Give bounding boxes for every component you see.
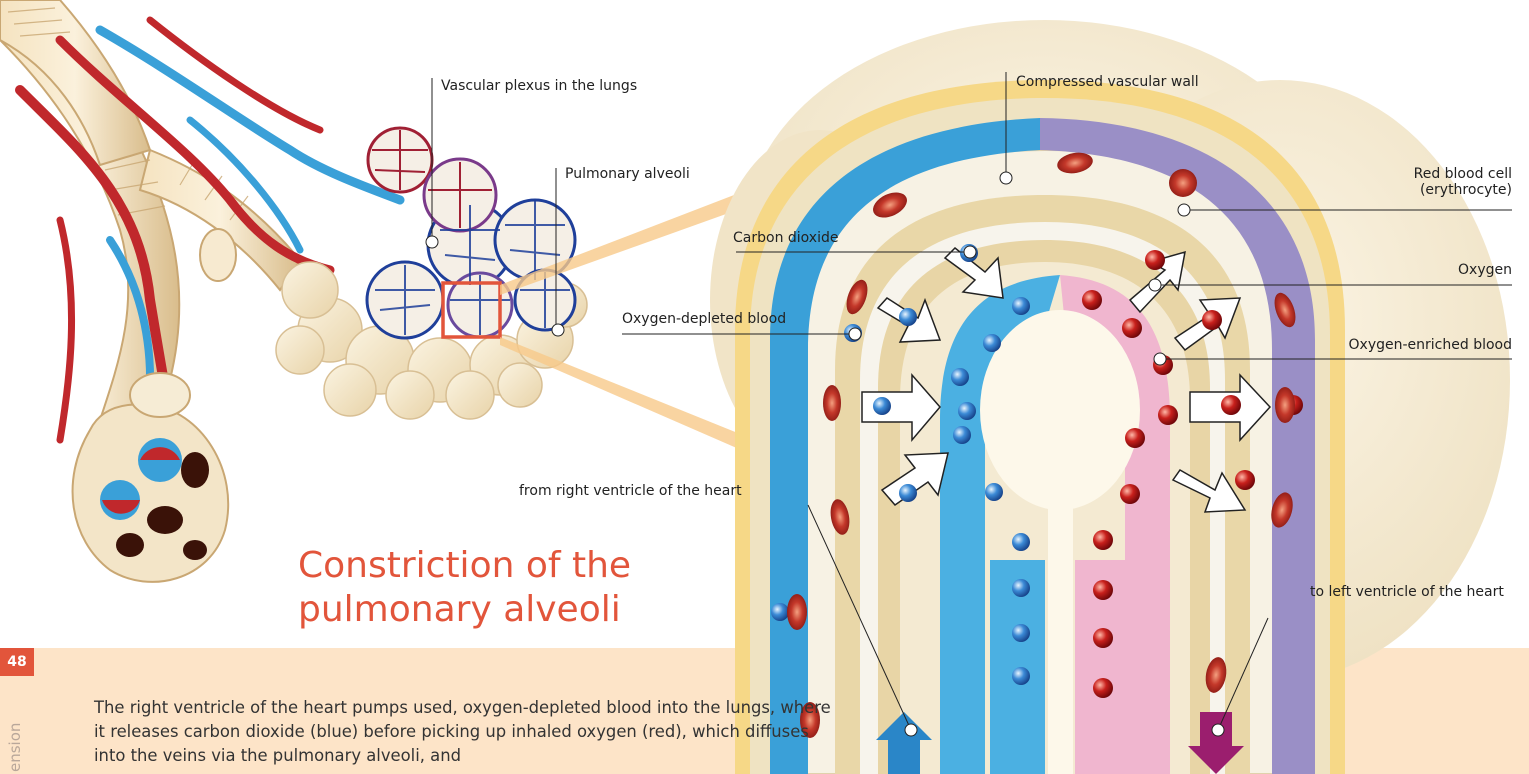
page-number: 48: [0, 648, 34, 676]
label-to-left-ventricle: to left ventricle of the heart: [1310, 584, 1504, 600]
body-paragraph: The right ventricle of the heart pumps u…: [94, 696, 834, 768]
label-oxygen-depleted: Oxygen-depleted blood: [622, 311, 786, 327]
alveoli-small-cluster: [73, 373, 229, 582]
label-compressed-wall: Compressed vascular wall: [1016, 74, 1199, 90]
label-oxygen: Oxygen: [1458, 262, 1512, 278]
label-red-blood-cell-line2: (erythrocyte): [1414, 182, 1512, 198]
side-chapter-text: ension: [6, 723, 24, 772]
label-pulmonary-alveoli: Pulmonary alveoli: [565, 166, 690, 182]
label-from-right-ventricle: from right ventricle of the heart: [519, 483, 742, 499]
label-red-blood-cell: Red blood cell (erythrocyte): [1414, 166, 1512, 198]
title-line-1: Constriction of the: [298, 544, 778, 588]
title-line-2: pulmonary alveoli: [298, 588, 778, 632]
page-title: Constriction of the pulmonary alveoli: [298, 544, 778, 632]
label-carbon-dioxide: Carbon dioxide: [733, 230, 838, 246]
label-red-blood-cell-line1: Red blood cell: [1414, 166, 1512, 182]
label-oxygen-enriched: Oxygen-enriched blood: [1349, 337, 1512, 353]
side-chapter-label: ension: [4, 680, 26, 774]
label-vascular-plexus: Vascular plexus in the lungs: [441, 78, 637, 94]
